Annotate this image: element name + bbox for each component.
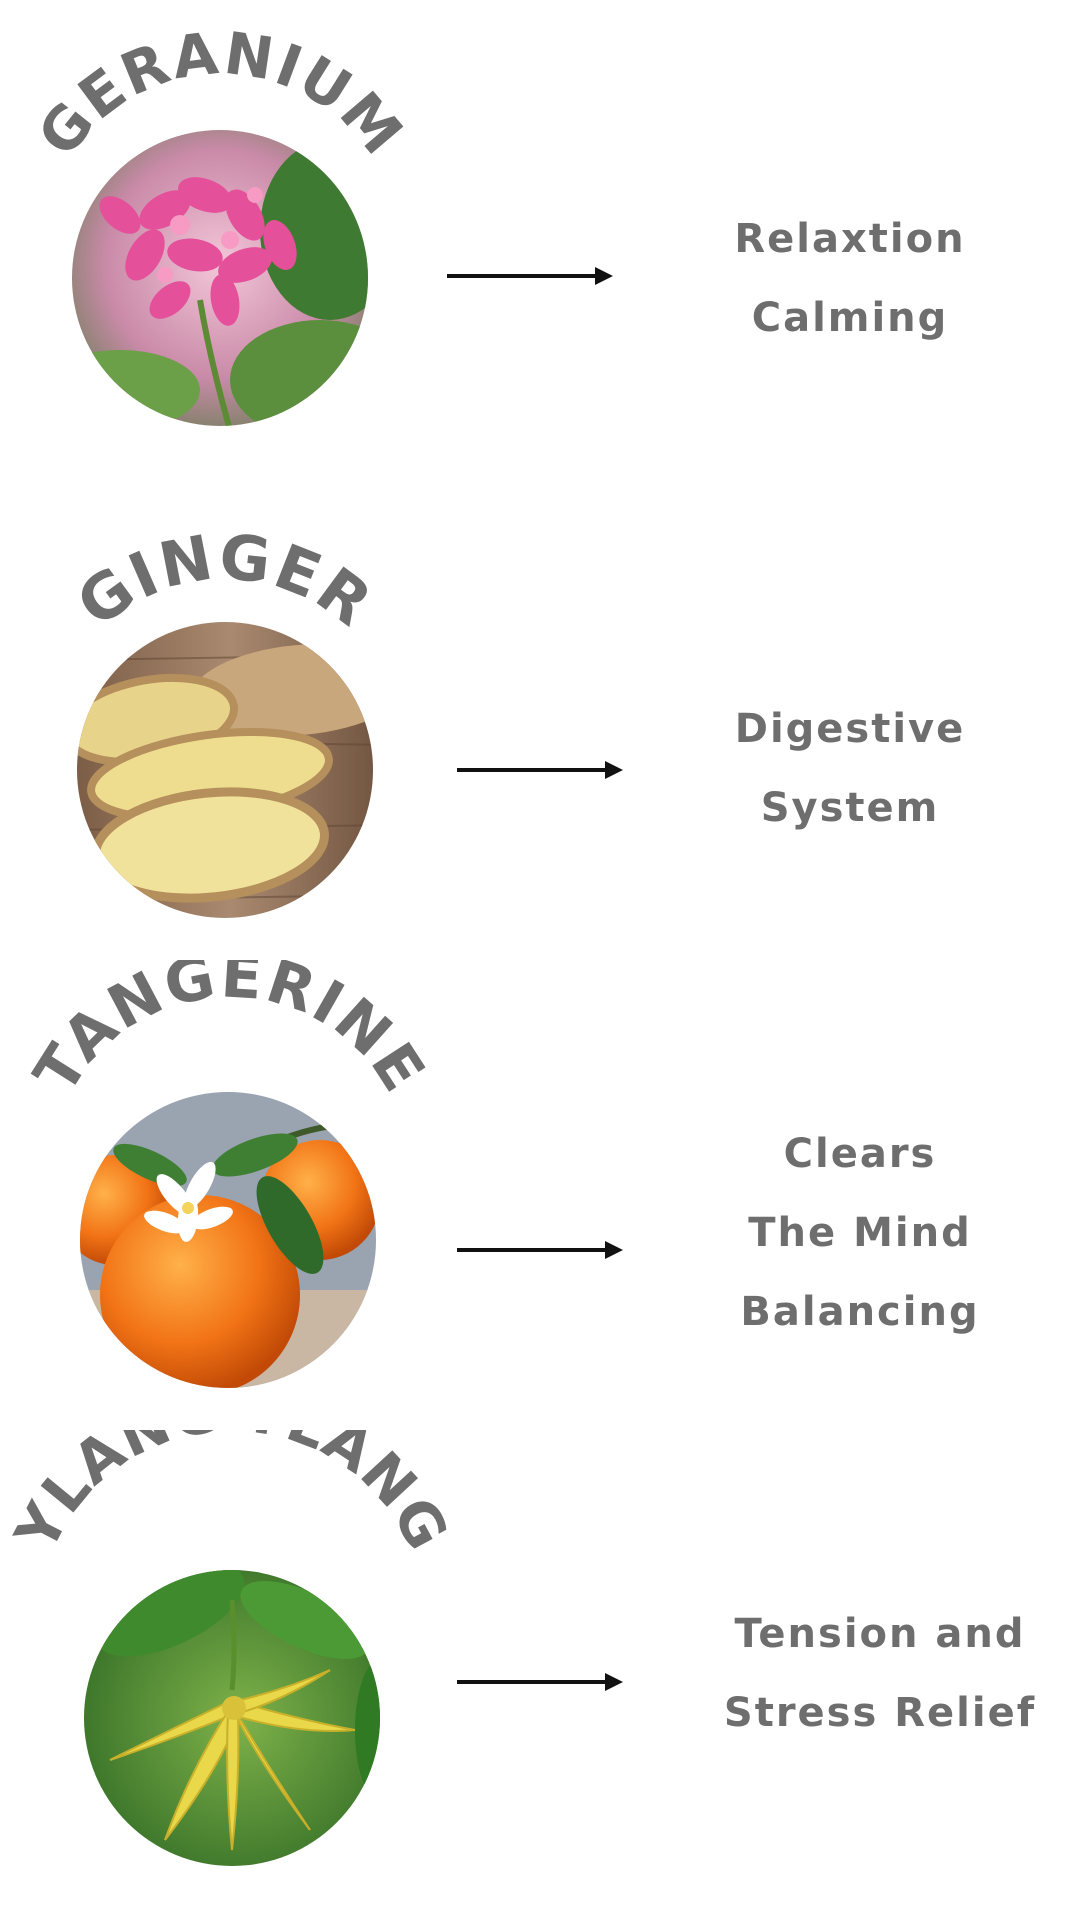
benefit-line: System: [760, 785, 940, 831]
ingredient-badge-ylang-ylang: YLANG-YLANG: [2, 1430, 460, 1866]
benefit-line: Calming: [751, 295, 949, 341]
benefit-text-tangerine: Clears The Mind Balancing: [680, 1115, 1040, 1352]
ingredient-name: TANGERINE: [21, 960, 439, 1105]
benefit-line: Relaxtion: [734, 216, 966, 262]
item-row-tangerine: TANGERINE Clears The Mind: [0, 960, 1080, 1420]
benefit-text-ginger: Digestive System: [670, 690, 1030, 848]
item-row-ylang-ylang: YLANG-YLANG Tension and Stress Relief: [0, 1430, 1080, 1900]
right-arrow-icon: [457, 761, 623, 779]
benefit-line: Tension and: [734, 1611, 1026, 1657]
right-arrow-icon: [457, 1241, 623, 1259]
right-arrow-icon: [457, 1673, 623, 1691]
ingredient-badge-geranium: GERANIUM: [24, 19, 415, 426]
benefit-line: Stress Relief: [723, 1690, 1037, 1736]
right-arrow-icon: [447, 267, 613, 285]
benefit-line: The Mind: [748, 1210, 972, 1256]
benefit-text-ylang-ylang: Tension and Stress Relief: [700, 1595, 1060, 1753]
ingredient-badge-tangerine: TANGERINE: [21, 960, 439, 1388]
item-row-ginger: GINGER Digestive System: [0, 490, 1080, 950]
ingredient-badge-ginger: GINGER: [64, 520, 385, 918]
benefit-text-geranium: Relaxtion Calming: [670, 200, 1030, 358]
benefit-line: Digestive: [734, 706, 966, 752]
tangerine-photo: [80, 1092, 376, 1388]
geranium-photo: [72, 130, 368, 426]
ylang-ylang-photo: [84, 1570, 380, 1866]
benefit-line: Balancing: [740, 1289, 980, 1335]
ingredient-name: YLANG-YLANG: [2, 1430, 460, 1562]
benefit-line: Clears: [783, 1131, 937, 1177]
ginger-photo: [77, 622, 373, 918]
item-row-geranium: GERANIUM: [0, 0, 1080, 460]
